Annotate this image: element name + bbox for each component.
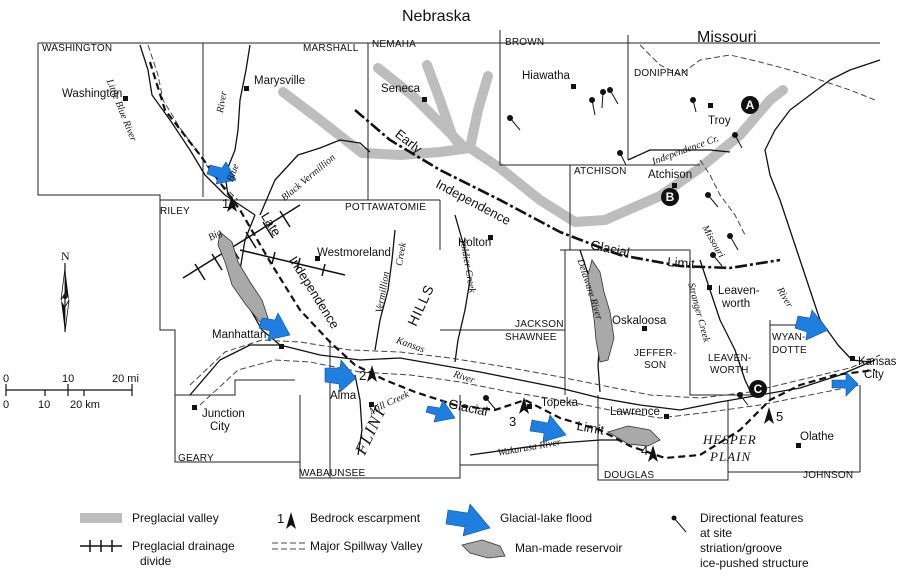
county-label-leavenworth-1: LEAVEN- [708, 353, 752, 364]
escarpment-number-5: 5 [776, 409, 784, 424]
legend-spillway-valley: Major Spillway Valley [310, 539, 423, 553]
state-label-nebraska: Nebraska [402, 8, 471, 25]
scale-mi-10: 10 [62, 373, 75, 385]
city-washington: Washington [62, 88, 123, 100]
county-label-geary: GEARY [178, 453, 214, 464]
legend-symbols [80, 503, 687, 559]
county-label-shawnee: SHAWNEE [505, 332, 557, 343]
limit-label-limit-early: Limit [666, 254, 696, 272]
city-alma: Alma [330, 390, 357, 402]
county-label-jackson: JACKSON [515, 319, 564, 330]
north-label: N [61, 249, 70, 263]
city-leavenworth-2: worth [722, 298, 751, 310]
city-seneca: Seneca [381, 83, 421, 95]
glacial-lake-flood-arrows [206, 161, 859, 443]
county-label-douglas: DOUGLAS [604, 470, 655, 481]
county-label-wabaunsee: WABAUNSEE [300, 468, 366, 479]
county-label-leavenworth-2: WORTH [710, 365, 749, 376]
escarpment-number-1: 1 [222, 196, 230, 211]
county-label-riley: RILEY [160, 206, 190, 217]
county-label-brown: BROWN [505, 37, 545, 48]
county-label-jefferson-1: JEFFER- [634, 348, 677, 359]
escarpment-number-2: 2 [359, 368, 367, 383]
scale-mi-20: 20 mi [112, 373, 139, 385]
region-label-hesper: HESPER [703, 432, 757, 447]
city-kansas-city-1: Kansas [858, 356, 897, 368]
region-label-plain: PLAIN [710, 449, 752, 464]
spillway-valleys [147, 44, 881, 419]
city-junction-city-1: Junction [202, 408, 245, 420]
legend-directional-4: ice-pushed structure [700, 556, 809, 570]
city-marysville: Marysville [254, 75, 306, 87]
legend-escarpment-number: 1 [277, 511, 285, 526]
city-lawrence: Lawrence [610, 406, 660, 418]
scale-km-0: 0 [3, 399, 10, 411]
legend-reservoir: Man-made reservoir [515, 541, 623, 555]
escarpment-number-3: 3 [509, 414, 517, 429]
site-marker-b: B [661, 188, 679, 206]
county-label-doniphan: DONIPHAN [634, 68, 689, 79]
legend-preglacial-valley: Preglacial valley [132, 511, 219, 525]
county-label-johnson: JOHNSON [803, 470, 854, 481]
county-label-wyandotte-2: DOTTE [772, 345, 807, 356]
county-label-atchison: ATCHISON [574, 166, 627, 177]
legend-glacial-lake-flood: Glacial-lake flood [500, 511, 593, 525]
city-olathe: Olathe [800, 431, 834, 443]
legend-preglacial-divide-1: Preglacial drainage [132, 539, 235, 553]
city-leavenworth-1: Leaven- [718, 285, 760, 297]
county-label-marshall: MARSHALL [303, 43, 359, 54]
escarpment-number-4: 4 [641, 443, 649, 458]
late-independence-limit [148, 61, 876, 460]
scale-mi-0: 0 [3, 373, 10, 385]
scale-km-10: 10 [38, 399, 51, 411]
city-troy: Troy [708, 115, 731, 127]
city-junction-city-2: City [210, 421, 230, 433]
early-independence-limit [354, 109, 781, 270]
county-label-nemaha: NEMAHA [372, 39, 416, 50]
city-atchison: Atchison [648, 169, 693, 181]
city-oskaloosa: Oskaloosa [612, 315, 667, 327]
north-arrow [60, 263, 70, 333]
county-boundaries [37, 30, 880, 481]
county-label-washington: WASHINGTON [42, 43, 113, 54]
city-kansas-city-2: City [864, 369, 884, 381]
preglacial-valleys [278, 60, 788, 227]
legend-directional-2: at site [700, 526, 733, 540]
site-marker-c: C [749, 380, 767, 398]
reservoirs [217, 231, 661, 447]
city-hiawatha: Hiawatha [522, 70, 570, 82]
legend-directional-3: striation/groove [700, 541, 783, 555]
legend-preglacial-divide-2: divide [140, 554, 172, 568]
county-label-pottawatomie: POTTAWATOMIE [345, 202, 427, 213]
county-label-wyandotte-1: WYAN- [772, 332, 806, 343]
scale-km-20: 20 km [70, 399, 100, 411]
escarpment-markers [227, 195, 774, 462]
site-marker-a: A [741, 96, 759, 114]
city-manhattan: Manhattan [212, 329, 267, 341]
legend-bedrock-escarpment: Bedrock escarpment [310, 511, 421, 525]
city-holton: Holton [458, 237, 492, 249]
directional-feature-pins [483, 87, 749, 411]
preglacial-divide [182, 204, 346, 281]
city-markers [123, 84, 855, 448]
city-topeka: Topeka [541, 397, 579, 409]
city-westmoreland: Westmoreland [317, 247, 391, 259]
legend-directional-1: Directional features [700, 511, 804, 525]
county-label-jefferson-2: SON [644, 360, 667, 371]
scale-bar [5, 384, 133, 396]
state-label-missouri: Missouri [697, 29, 757, 46]
